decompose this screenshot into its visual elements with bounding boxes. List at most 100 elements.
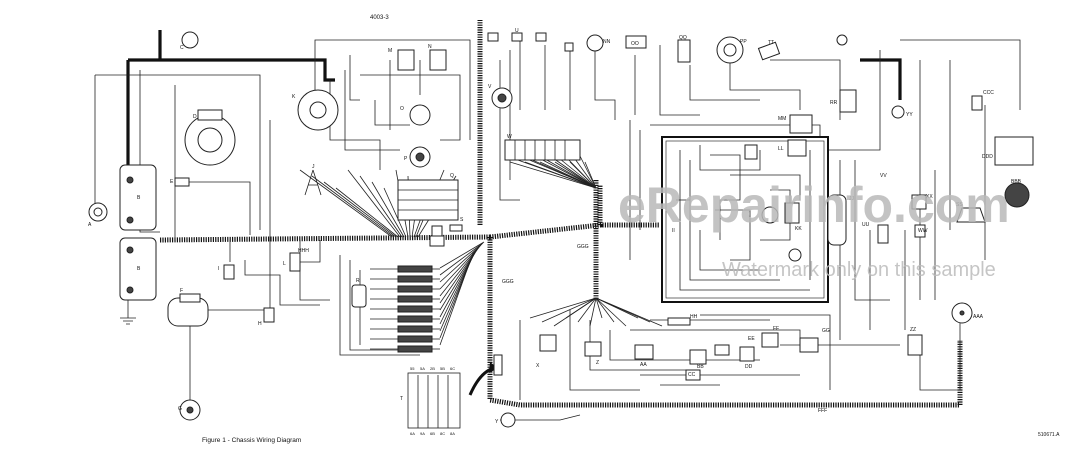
- valve-aa: [634, 344, 654, 360]
- label-l: L: [283, 261, 286, 267]
- valve-bb: [689, 349, 707, 365]
- relay-ll: [787, 139, 807, 157]
- label-j: J: [312, 164, 315, 170]
- valve-ff: [761, 332, 779, 348]
- switch-panel-w: [504, 139, 581, 161]
- relay-n: [429, 49, 447, 71]
- label-o: O: [400, 106, 404, 112]
- terminal-label: 5A: [420, 366, 425, 371]
- fuse-array: [370, 265, 440, 353]
- label-s: S: [460, 217, 464, 223]
- label-q: Q: [450, 173, 454, 179]
- relay-rr: [839, 89, 857, 113]
- label-kk: KK: [795, 226, 802, 232]
- label-qq: QQ: [679, 35, 687, 41]
- label-k: K: [292, 94, 296, 100]
- label-z: Z: [596, 360, 599, 366]
- sensor-uu: [877, 224, 889, 244]
- figure-caption: Figure 1 - Chassis Wiring Diagram: [202, 437, 301, 444]
- label-ggg-right: GGG: [577, 244, 589, 250]
- sender-g: [179, 399, 201, 421]
- terminal-block-q: [397, 179, 459, 221]
- label-b2: B: [137, 266, 141, 272]
- label-pp: PP: [740, 39, 747, 45]
- valve-cc: [685, 369, 701, 381]
- relay-mm: [789, 114, 813, 134]
- lamp-yy: [891, 105, 905, 119]
- label-ss: SS: [956, 202, 963, 208]
- figure-ref: 510671.A: [1038, 432, 1060, 438]
- label-hh: HH: [690, 314, 698, 320]
- ground-icon: [120, 300, 136, 325]
- terminal-label: 8A: [450, 431, 455, 436]
- terminal-label: 5B: [440, 366, 445, 371]
- label-w: W: [507, 134, 512, 140]
- terminal-label: 9A: [420, 431, 425, 436]
- connector-hhh: [429, 235, 445, 247]
- battery-b: [119, 164, 157, 301]
- fuse-block-r: [351, 284, 367, 308]
- connector-v: [491, 87, 513, 109]
- switch-tt: [757, 41, 781, 61]
- component-labels: A B B C D E F G H I J K L M N O P Q R S …: [88, 28, 1022, 425]
- fan-o: [409, 104, 431, 126]
- starter-motor-f: [167, 293, 209, 327]
- label-cc: CC: [688, 372, 696, 378]
- valve-gg: [799, 337, 819, 353]
- label-u: U: [515, 28, 519, 34]
- label-nn: NN: [603, 39, 611, 45]
- wiring: [94, 39, 1021, 421]
- label-i: I: [218, 266, 219, 272]
- label-d: D: [193, 114, 197, 120]
- relay-hh: [667, 317, 691, 326]
- motor-k: [297, 89, 339, 131]
- label-gg: GG: [822, 328, 830, 334]
- label-m: M: [388, 48, 392, 54]
- terminal-label: 6B: [430, 431, 435, 436]
- horn-component-a: [88, 202, 108, 222]
- relay-m: [397, 49, 415, 71]
- label-fff: FFF: [818, 408, 827, 414]
- gauge-bbb: [1004, 182, 1030, 208]
- label-rr: RR: [830, 100, 838, 106]
- label-ll: LL: [778, 146, 784, 152]
- connector-xx: [911, 194, 927, 210]
- label-ddd: DDD: [982, 154, 993, 160]
- watermark-sub: Watermark only on this sample: [722, 259, 996, 281]
- label-bbb: BBB: [1011, 179, 1022, 185]
- switch-ccc: [971, 95, 983, 111]
- label-xx: XX: [926, 194, 933, 200]
- label-v: V: [488, 84, 492, 90]
- valve-x: [539, 334, 557, 352]
- label-hhh: HHH: [298, 248, 309, 254]
- label-n: N: [428, 44, 432, 50]
- switch-i: [223, 264, 235, 280]
- label-mm: MM: [778, 116, 786, 122]
- terminal-label: 55: [410, 366, 415, 371]
- terminal-label: 6A: [410, 431, 415, 436]
- label-vv: VV: [880, 173, 887, 179]
- label-zz: ZZ: [910, 327, 916, 333]
- label-jj: JJ: [849, 196, 855, 202]
- terminal-label: 8C: [440, 431, 445, 436]
- sensor-e: [174, 177, 190, 187]
- module-ddd: [994, 136, 1034, 166]
- label-tt: TT: [768, 40, 774, 46]
- label-r: R: [356, 278, 360, 284]
- label-ccc: CCC: [983, 90, 994, 96]
- switch-qq: [677, 39, 691, 63]
- label-uu: UU: [862, 222, 870, 228]
- valve-dd: [739, 346, 755, 362]
- terminal-label: 6C: [450, 366, 455, 371]
- arrow-icon: [468, 354, 503, 396]
- gauge-pp: [716, 36, 744, 64]
- label-p: P: [404, 156, 408, 162]
- ground-spider-j: [304, 169, 322, 196]
- valve-ee: [714, 344, 730, 356]
- alternator-d: [184, 109, 236, 166]
- label-y: Y: [495, 419, 499, 425]
- valve-z: [584, 341, 602, 357]
- gauge-oo: [625, 35, 647, 49]
